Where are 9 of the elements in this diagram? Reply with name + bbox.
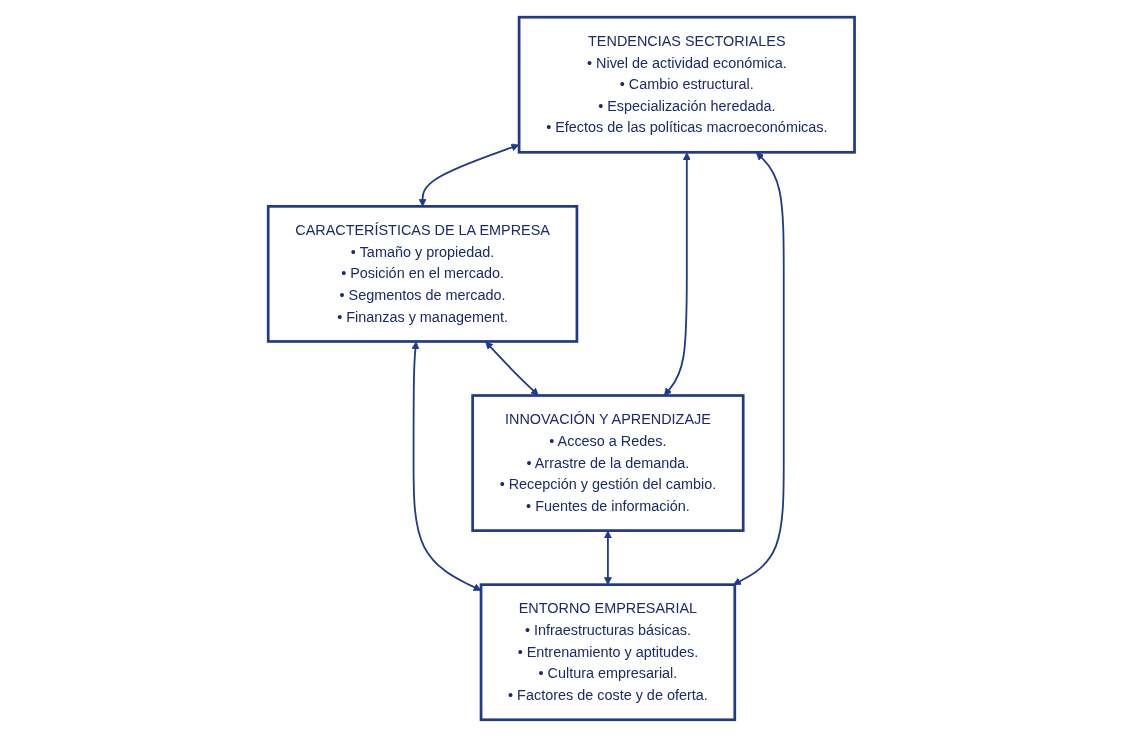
arrow (411, 341, 482, 591)
arrow (664, 152, 691, 396)
node-box: ENTORNO EMPRESARIAL • Infraestructuras básicas. • Entrenamiento y aptitudes. • Cultura empresarial. • Factores de coste y de oferta. (479, 583, 737, 722)
node-box: INNOVACIÓN Y APRENDIZAJE • Acceso a Redes. • Arrastre de la demanda. • Recepción y gestión del cambio. • Fuentes de información. (471, 394, 745, 532)
node-box: CARACTERÍSTICAS DE LA EMPRESA • Tamaño y propiedad. • Posición en el mercado. • Segmentos de mercado. • Finanzas y management. (267, 205, 579, 343)
arrow (418, 143, 520, 207)
arrow (733, 152, 785, 586)
node-box: TENDENCIAS SECTORIALES • Nivel de actividad económica. • Cambio estructural. • Especialización heredada. • Efectos de las políticas macroeconómicas. (517, 15, 856, 154)
arrow (485, 341, 539, 396)
